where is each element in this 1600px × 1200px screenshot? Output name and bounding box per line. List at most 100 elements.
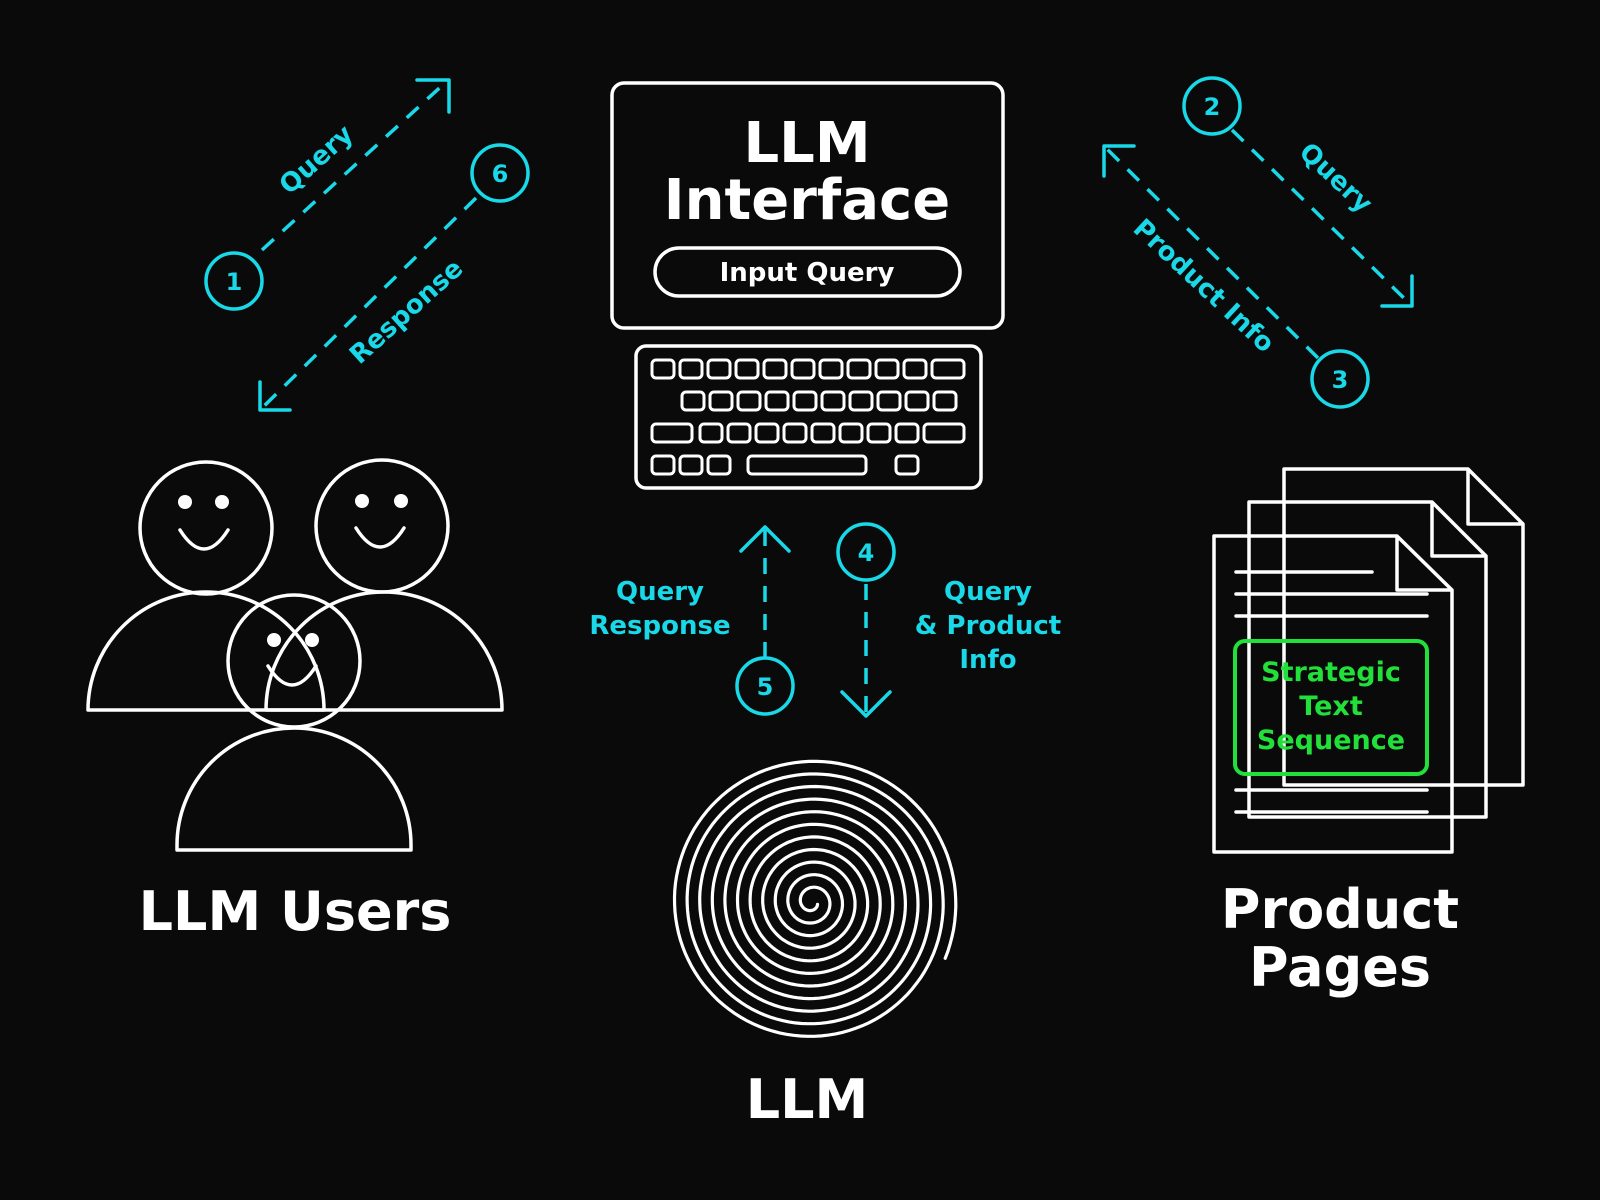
user-front-eye (267, 633, 281, 647)
input-query-label: Input Query (720, 258, 895, 288)
keyboard-key (846, 358, 872, 380)
step2-label: Query (1293, 137, 1378, 219)
keyboard-key (922, 422, 966, 444)
step4-label-line1: Query (944, 577, 1032, 607)
arrow-step3-line (1104, 146, 1320, 360)
keyboard-key (782, 422, 808, 444)
keyboard-key (894, 454, 920, 476)
step1-label: Query (274, 119, 360, 200)
keyboard-key (746, 454, 868, 476)
arrow-step2-head (1380, 274, 1414, 308)
keyboard-key (736, 390, 762, 412)
interface-title-line2: Interface (664, 168, 950, 233)
step1-badge (204, 251, 264, 311)
keyboard-key (848, 390, 874, 412)
step2-badge (1182, 76, 1242, 136)
product-pages-label-line1: Product (1221, 878, 1459, 941)
keyboard-key (790, 358, 816, 380)
keyboard-key (820, 390, 846, 412)
user-front-body (175, 726, 413, 852)
flow-users-interface: 1 Query 6 Response (204, 78, 530, 412)
user-left-body (86, 590, 326, 712)
user-front-head (226, 593, 362, 729)
keyboard-key (792, 390, 818, 412)
keyboard-key (678, 454, 704, 476)
product-pages-label-line2: Pages (1249, 936, 1431, 999)
keyboard-key (706, 358, 732, 380)
keyboard-key (708, 390, 734, 412)
keyboard-key (764, 390, 790, 412)
user-left-eye (215, 495, 229, 509)
strategic-text-sequence-box (1233, 639, 1429, 776)
arrow-step1-line (260, 80, 448, 252)
keyboard-key (680, 390, 706, 412)
keyboard-key (930, 358, 966, 380)
arrow-step6-line (260, 196, 478, 410)
keyboard-key (650, 422, 694, 444)
user-front-smile (266, 664, 318, 687)
llm-users: LLM Users (86, 458, 504, 943)
step2-number: 2 (1204, 93, 1221, 121)
keyboard-key (698, 422, 724, 444)
llm-spiral (672, 759, 958, 1038)
llm-label: LLM (746, 1068, 869, 1131)
step3-number: 3 (1332, 366, 1349, 394)
user-left-eye (178, 495, 192, 509)
keyboard-keys (650, 358, 966, 476)
keyboard-key (726, 422, 752, 444)
arrow-step2-line (1230, 128, 1412, 306)
strategic-text-line3: Sequence (1257, 725, 1405, 756)
arrow-step3-head (1102, 144, 1136, 178)
user-right-smile (354, 526, 406, 549)
page-back (1282, 467, 1525, 787)
llm: LLM (672, 759, 958, 1131)
keyboard-key (838, 422, 864, 444)
step4-label-line3: Info (959, 645, 1016, 675)
step1-number: 1 (226, 268, 243, 296)
user-right-head (314, 458, 450, 594)
keyboard-key (894, 422, 920, 444)
arrow-step4-head (840, 690, 892, 718)
step4-label-line2: & Product (915, 611, 1061, 641)
step3-label: Product Info (1127, 213, 1280, 358)
user-left-smile (178, 528, 230, 551)
user-right-eye (394, 494, 408, 508)
interface-title-line1: LLM (743, 111, 870, 176)
keyboard-key (902, 358, 928, 380)
user-left-head (138, 460, 274, 596)
keyboard-key (876, 390, 902, 412)
keyboard-key (932, 390, 958, 412)
keyboard-key (754, 422, 780, 444)
keyboard-key (818, 358, 844, 380)
users-label: LLM Users (139, 880, 452, 943)
keyboard-key (734, 358, 760, 380)
flow-interface-products: 2 Query 3 Product Info (1102, 76, 1414, 409)
user-right-body (264, 590, 504, 712)
page-text-lines (1234, 570, 1429, 814)
step5-label-line1: Query (616, 577, 704, 607)
step4-badge (836, 522, 896, 582)
keyboard-key (650, 358, 676, 380)
step5-badge (735, 656, 795, 716)
page-middle (1247, 500, 1488, 819)
step4-number: 4 (858, 539, 875, 567)
keyboard-key (874, 358, 900, 380)
llm-interface: LLM Interface Input Query (610, 81, 1005, 490)
laptop-keyboard (634, 344, 983, 490)
step6-number: 6 (492, 160, 509, 188)
keyboard-key (650, 454, 676, 476)
keyboard-key (810, 422, 836, 444)
keyboard-key (678, 358, 704, 380)
keyboard-key (706, 454, 732, 476)
page-front (1212, 534, 1454, 854)
arrow-step5-head (739, 525, 791, 553)
input-query-field[interactable] (653, 246, 962, 298)
keyboard-key (866, 422, 892, 444)
step5-number: 5 (757, 673, 774, 701)
step3-badge (1310, 349, 1370, 409)
step6-badge (470, 143, 530, 203)
product-pages: Strategic Text Sequence Product Pages (1212, 467, 1525, 999)
keyboard-key (762, 358, 788, 380)
step6-label: Response (344, 254, 469, 371)
arrow-step6-head (258, 380, 292, 412)
